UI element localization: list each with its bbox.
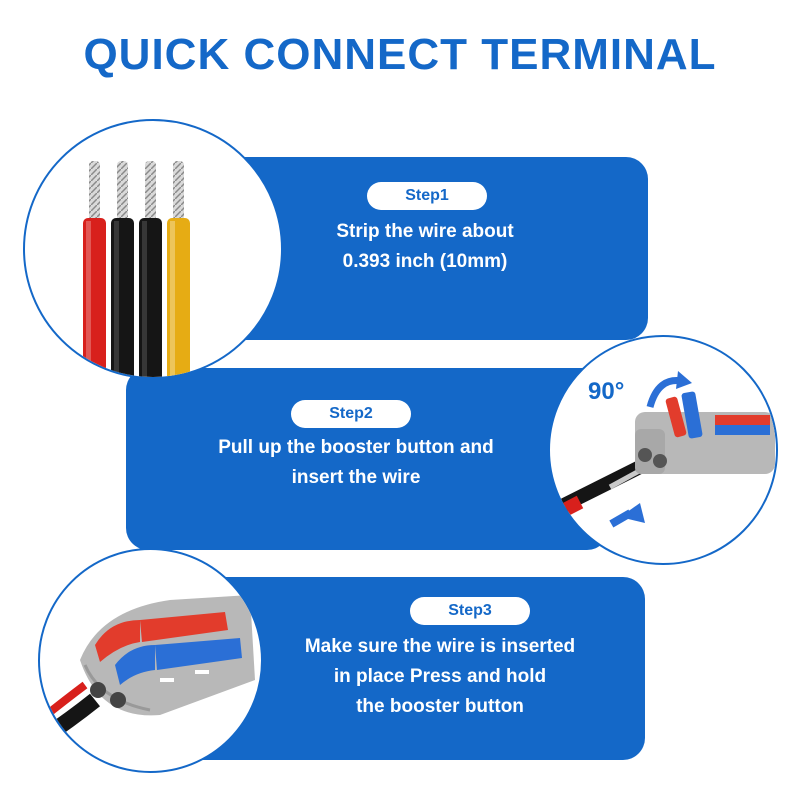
- stripped-wires-illustration: [83, 161, 190, 377]
- step2-description: Pull up the booster button and insert th…: [166, 433, 546, 493]
- connector-pressed-image: [38, 548, 263, 773]
- step3-line-1: Make sure the wire is inserted: [304, 636, 576, 657]
- angle-label: 90°: [588, 378, 624, 405]
- step3-badge: Step3: [410, 597, 530, 625]
- pull-lever-illustration: 90°: [551, 371, 775, 528]
- step2-badge: Step2: [291, 400, 411, 428]
- step2-line-2: insert the wire: [291, 467, 421, 488]
- pull-lever-image: 90°: [548, 335, 778, 565]
- step2-line-1: Pull up the booster button and: [218, 437, 494, 458]
- step3-line-2: in place Press and hold: [333, 666, 547, 687]
- step1-line-2: 0.393 inch (10mm): [342, 251, 508, 272]
- step1-badge: Step1: [367, 182, 487, 210]
- step3-line-3: the booster button: [356, 696, 524, 717]
- step2-panel: Step2 Pull up the booster button and ins…: [126, 368, 609, 550]
- page-title: QUICK CONNECT TERMINAL: [83, 30, 717, 79]
- step1-line-1: Strip the wire about: [336, 221, 514, 242]
- step3-panel: Step3 Make sure the wire is inserted in …: [180, 577, 645, 760]
- step3-description: Make sure the wire is inserted in place …: [270, 632, 610, 722]
- connector-pressed-illustration: [40, 595, 255, 747]
- stripped-wires-image: [23, 119, 283, 379]
- step1-description: Strip the wire about 0.393 inch (10mm): [275, 217, 575, 277]
